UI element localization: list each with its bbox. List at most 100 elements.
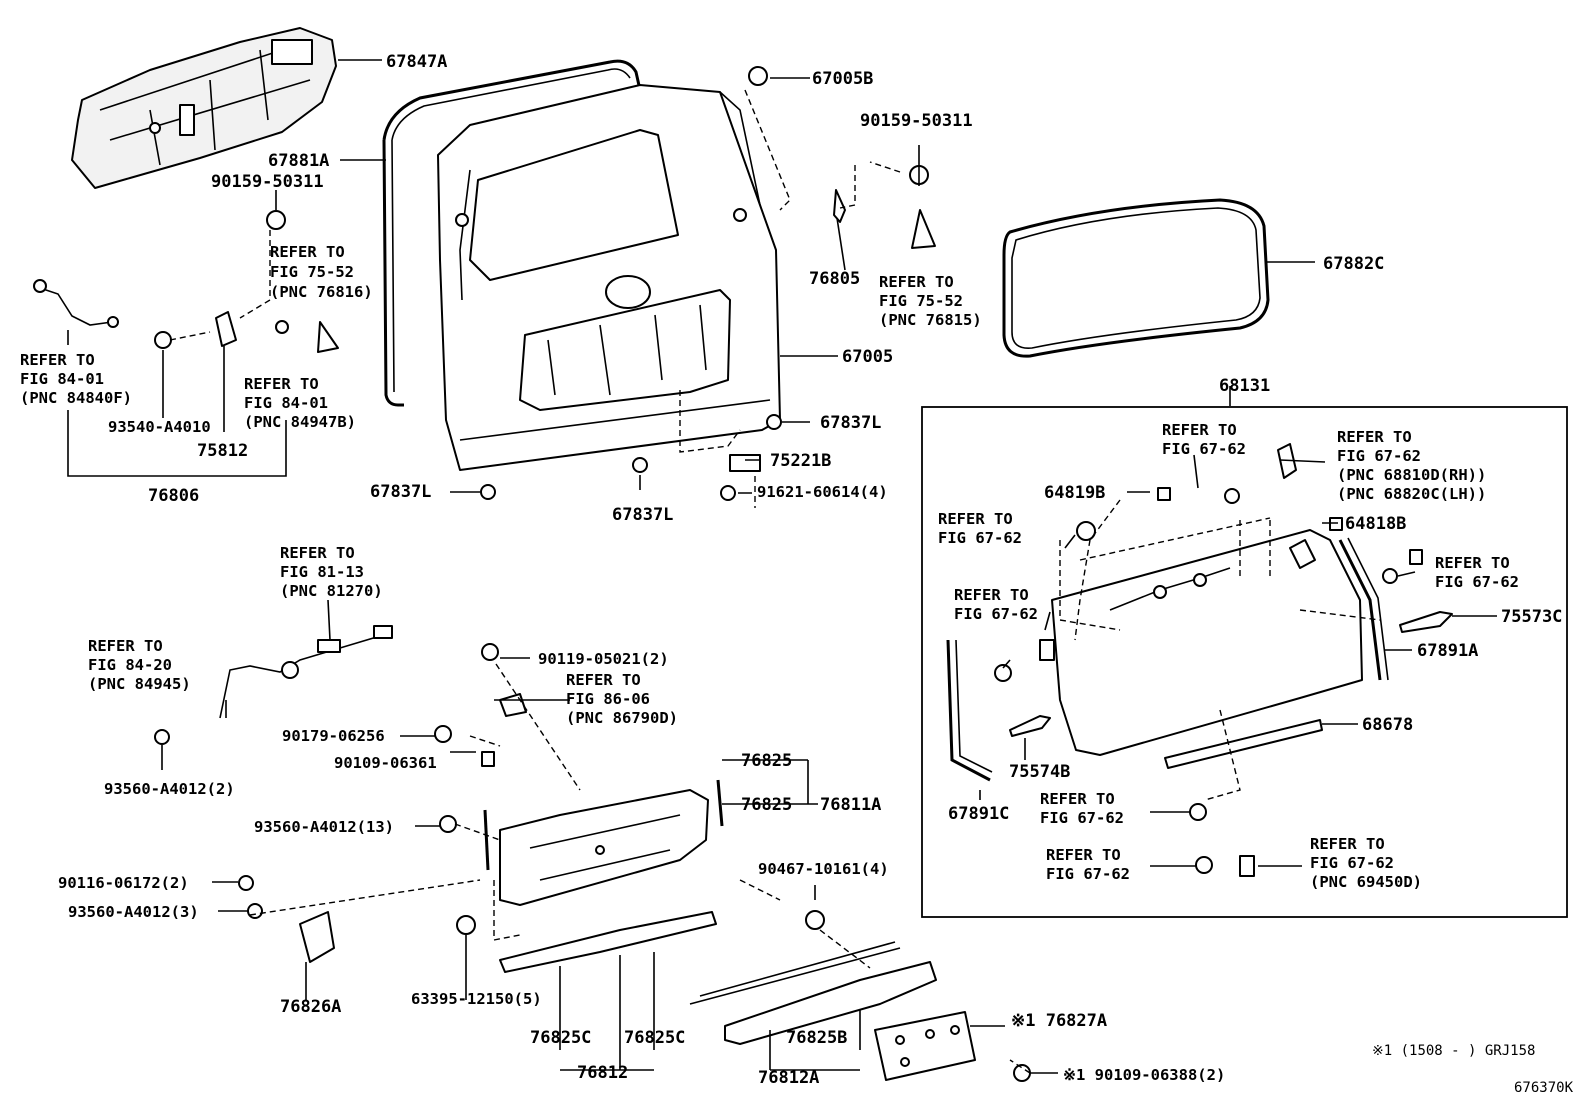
label-67837L-center[interactable]: 67837L: [612, 505, 673, 525]
refer-fig-67-62-bottom1[interactable]: REFER TO FIG 67-62: [1040, 790, 1124, 827]
refer-fig-86-06[interactable]: REFER TO FIG 86-06 (PNC 86790D): [566, 671, 678, 727]
label-76812[interactable]: 76812: [577, 1063, 628, 1083]
label-67847A[interactable]: 67847A: [386, 52, 447, 72]
label-75574B[interactable]: 75574B: [1009, 762, 1070, 782]
moulding-67891A[interactable]: [1338, 539, 1382, 681]
label-93560-A4012-2[interactable]: 93560-A4012(2): [104, 780, 235, 798]
svg-text:REFER TO: REFER TO: [1040, 790, 1115, 808]
label-90109-06388[interactable]: ※1 90109-06388(2): [1063, 1066, 1225, 1084]
refer-fig-84-01-right[interactable]: REFER TO FIG 84-01 (PNC 84947B): [244, 375, 356, 431]
garnish-76811A[interactable]: [499, 789, 709, 906]
label-64819B[interactable]: 64819B: [1044, 483, 1105, 503]
label-67891A[interactable]: 67891A: [1417, 641, 1478, 661]
label-76825C-right[interactable]: 76825C: [624, 1028, 685, 1048]
svg-text:REFER TO: REFER TO: [1162, 421, 1237, 439]
label-90159-50311-left[interactable]: 90159-50311: [211, 172, 324, 192]
refer-fig-81-13[interactable]: REFER TO FIG 81-13 (PNC 81270): [280, 544, 383, 600]
seal-76825-left[interactable]: [483, 809, 490, 871]
label-67881A[interactable]: 67881A: [268, 151, 329, 171]
refer-fig-75-52-right[interactable]: REFER TO FIG 75-52 (PNC 76815): [879, 273, 982, 329]
svg-text:(PNC 86790D): (PNC 86790D): [566, 709, 678, 727]
svg-text:FIG 86-06: FIG 86-06: [566, 690, 650, 708]
label-90179-06256[interactable]: 90179-06256: [282, 727, 385, 745]
refer-fig-67-62-right[interactable]: REFER TO FIG 67-62: [1435, 554, 1519, 591]
seal-76825-right[interactable]: [716, 779, 724, 827]
label-76826A[interactable]: 76826A: [280, 997, 341, 1017]
wire-harness-84945[interactable]: [219, 627, 393, 719]
trim-panel-67847A[interactable]: [71, 27, 337, 189]
label-67891C[interactable]: 67891C: [948, 804, 1009, 824]
label-93540-A4010[interactable]: 93540-A4010: [108, 418, 211, 436]
garnish-76812A[interactable]: [724, 961, 937, 1045]
trim-75574B[interactable]: [1009, 715, 1051, 737]
moulding-67891C[interactable]: [946, 639, 991, 782]
label-90119-05021[interactable]: 90119-05021(2): [538, 650, 669, 668]
weatherstrip-67881A[interactable]: [382, 59, 642, 407]
refer-fig-84-20[interactable]: REFER TO FIG 84-20 (PNC 84945): [88, 637, 191, 693]
label-75573C[interactable]: 75573C: [1501, 607, 1562, 627]
trim-75573C[interactable]: [1399, 611, 1453, 633]
refer-fig-67-62-bottom2[interactable]: REFER TO FIG 67-62: [1046, 846, 1130, 883]
svg-text:(PNC 76815): (PNC 76815): [879, 311, 982, 329]
label-63395-12150[interactable]: 63395-12150(5): [411, 990, 542, 1008]
back-door-glass[interactable]: [1051, 529, 1363, 756]
svg-text:FIG 84-01: FIG 84-01: [244, 394, 328, 412]
label-68131[interactable]: 68131: [1219, 376, 1270, 396]
label-76811A[interactable]: 76811A: [820, 795, 881, 815]
svg-text:(PNC 84840F): (PNC 84840F): [20, 389, 132, 407]
label-76812A[interactable]: 76812A: [758, 1068, 819, 1088]
plate-bracket-76827A[interactable]: [874, 1011, 976, 1081]
svg-text:FIG 67-62: FIG 67-62: [1046, 865, 1130, 883]
label-93560-A4012-3[interactable]: 93560-A4012(3): [68, 903, 199, 921]
label-67837L-right[interactable]: 67837L: [820, 413, 881, 433]
svg-text:FIG 75-52: FIG 75-52: [879, 292, 963, 310]
svg-text:(PNC 68810D(RH)): (PNC 68810D(RH)): [1337, 466, 1486, 484]
refer-fig-67-62-top[interactable]: REFER TO FIG 67-62: [1162, 421, 1246, 458]
label-90109-06361[interactable]: 90109-06361: [334, 754, 437, 772]
label-76827A[interactable]: ※1 76827A: [1011, 1011, 1107, 1031]
refer-fig-67-62-left2[interactable]: REFER TO FIG 67-62: [954, 586, 1038, 623]
part-labels: 67847A 67881A 67005B 90159-50311 90159-5…: [58, 52, 1562, 1088]
label-76805[interactable]: 76805: [809, 269, 860, 289]
leader-lines: [67, 59, 1497, 1074]
label-68678[interactable]: 68678: [1362, 715, 1413, 735]
svg-text:REFER TO: REFER TO: [954, 586, 1029, 604]
label-75812[interactable]: 75812: [197, 441, 248, 461]
label-90116-06172[interactable]: 90116-06172(2): [58, 874, 189, 892]
svg-text:REFER TO: REFER TO: [879, 273, 954, 291]
refer-fig-67-62-bottom3[interactable]: REFER TO FIG 67-62 (PNC 69450D): [1310, 835, 1422, 891]
refer-to-blocks: REFER TO FIG 75-52 (PNC 76816) REFER TO …: [20, 243, 1519, 891]
refer-fig-84-01-left[interactable]: REFER TO FIG 84-01 (PNC 84840F): [20, 351, 132, 407]
label-90159-50311-right[interactable]: 90159-50311: [860, 111, 973, 131]
glass-assembly-box-68131: [921, 406, 1568, 918]
label-67005[interactable]: 67005: [842, 347, 893, 367]
bracket-76826A[interactable]: [299, 911, 335, 963]
label-76825-lower[interactable]: 76825: [741, 795, 792, 815]
label-75221B[interactable]: 75221B: [770, 451, 831, 471]
label-64818B[interactable]: 64818B: [1345, 514, 1406, 534]
strip-68678[interactable]: [1164, 719, 1323, 769]
label-67837L-left[interactable]: 67837L: [370, 482, 431, 502]
refer-fig-67-62-left1[interactable]: REFER TO FIG 67-62: [938, 510, 1022, 547]
label-67882C[interactable]: 67882C: [1323, 254, 1384, 274]
label-76825C-left[interactable]: 76825C: [530, 1028, 591, 1048]
back-door-67005[interactable]: [437, 84, 781, 471]
svg-text:FIG 84-01: FIG 84-01: [20, 370, 104, 388]
label-76825B[interactable]: 76825B: [786, 1028, 847, 1048]
refer-fig-67-62-hinge[interactable]: REFER TO FIG 67-62 (PNC 68810D(RH)) (PNC…: [1337, 428, 1486, 503]
label-90467-10161[interactable]: 90467-10161(4): [758, 860, 889, 878]
svg-text:REFER TO: REFER TO: [88, 637, 163, 655]
svg-text:FIG 84-20: FIG 84-20: [88, 656, 172, 674]
svg-text:FIG 67-62: FIG 67-62: [1435, 573, 1519, 591]
wire-harness-84840F[interactable]: [39, 287, 113, 326]
label-76825-upper[interactable]: 76825: [741, 751, 792, 771]
refer-fig-75-52-left[interactable]: REFER TO FIG 75-52 (PNC 76816): [270, 243, 373, 301]
svg-text:REFER TO: REFER TO: [1435, 554, 1510, 572]
label-76806[interactable]: 76806: [148, 486, 199, 506]
label-67005B[interactable]: 67005B: [812, 69, 873, 89]
glass-weatherstrip-67882C[interactable]: [1002, 198, 1270, 358]
label-93560-A4012-13[interactable]: 93560-A4012(13): [254, 818, 394, 836]
garnish-76812[interactable]: [499, 911, 717, 973]
label-91621-60614[interactable]: 91621-60614(4): [757, 483, 888, 501]
